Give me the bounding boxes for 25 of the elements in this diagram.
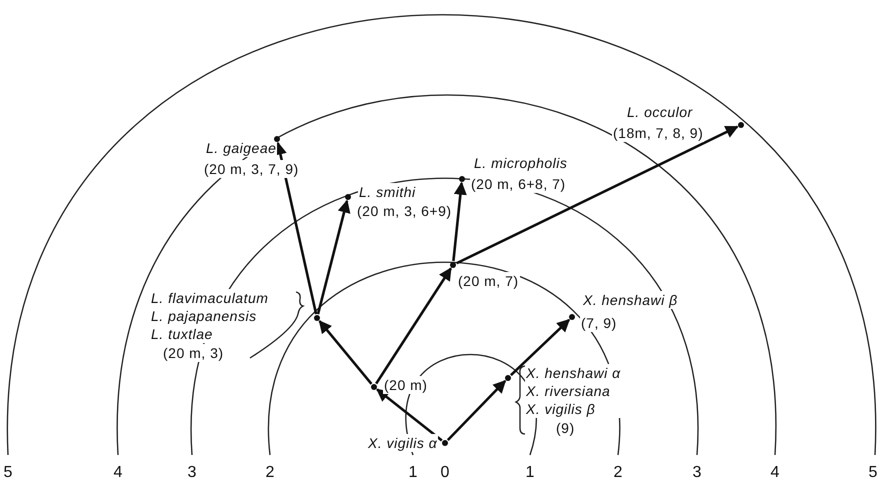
species-name: X. vigilis α [367, 434, 438, 452]
arrow [316, 200, 350, 314]
karyotype-label: (20 m, 3) [162, 344, 225, 362]
branch-point [203, 136, 300, 178]
branch-point [150, 289, 320, 362]
species-name: L. gaigeae [205, 139, 278, 157]
karyotype-label: (20 m, 7) [457, 272, 520, 290]
karyotype-label: (20 m) [383, 376, 428, 394]
arrow [375, 267, 452, 384]
arrow [452, 182, 467, 262]
species-name: L. flavimaculatum L. pajapanensis L. tuxtlae [150, 289, 270, 343]
arrow [446, 380, 506, 442]
branch-point [371, 376, 428, 394]
branch-point [505, 364, 622, 437]
karyotype-label: (20 m, 3, 7, 9) [203, 160, 300, 178]
branch-point [345, 183, 453, 220]
arrow [456, 126, 739, 264]
species-name: X. henshawi β [582, 291, 679, 309]
arrow [510, 318, 570, 376]
arrow [376, 388, 443, 442]
branch-point [450, 262, 520, 290]
species-name: X. henshawi α X. riversiana X. vigilis β [525, 364, 622, 418]
karyotype-label: (7, 9) [580, 314, 618, 332]
arrow [318, 320, 372, 385]
branch-point [569, 291, 679, 332]
